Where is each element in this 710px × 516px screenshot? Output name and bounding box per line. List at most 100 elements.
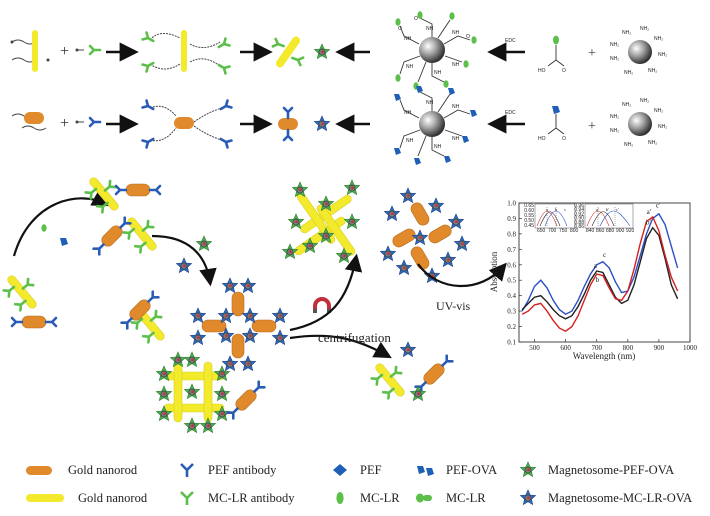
inset-ytick: 0.90 [574,216,584,222]
legend-label: Magnetosome-PEF-OVA [548,462,675,477]
chart-series-line-2 [521,226,679,320]
pef-ova-icon [417,466,434,476]
chart-ytick-label: 0.3 [507,308,516,316]
svg-text:NH: NH [452,104,460,110]
svg-text:NH: NH [406,138,414,144]
svg-text:O: O [562,68,566,74]
svg-text:NH₂: NH₂ [654,108,663,114]
magnetosome-pef-ova-icon [313,43,331,59]
magnetosome-mc-lr-ova-icon [313,115,331,131]
magnet-icon [313,297,331,313]
legend-item-pef-ova: PEF-OVA [414,462,497,478]
svg-text:NH₂: NH₂ [654,36,663,42]
inset-xtick: 750 [559,228,568,234]
plus-sign: + [60,43,69,60]
svg-text:NH₂: NH₂ [624,70,633,76]
legend-label: PEF-OVA [446,462,498,477]
inset-xtick: 840 [586,228,595,234]
svg-text:NH₂: NH₂ [610,42,619,48]
inset-peak-label: a' [596,207,599,212]
svg-text:O: O [562,136,566,142]
svg-text:NH: NH [452,62,460,68]
chart-peak-label: c [603,251,606,259]
svg-text:NH: NH [434,144,442,150]
inset-xtick: 800 [570,228,579,234]
inset-peak-label: b [555,207,558,212]
legend-label: Gold nanorod [68,462,138,477]
chart-yticks: 0.10.20.30.40.50.60.70.80.91.0 [507,200,522,347]
svg-text:NH: NH [452,30,460,36]
pef-acid-2: HO O [538,106,566,142]
svg-text:+: + [588,46,596,61]
svg-text:NH: NH [426,100,434,106]
svg-text:NH: NH [406,64,414,70]
mc-lr-conjugate-icon [416,493,432,503]
legend-label: PEF antibody [208,462,277,477]
chart-peak-label: a' [647,208,651,216]
legend-item-pef-antibody: PEF antibody [176,462,276,478]
row1-scheme: + [10,30,370,75]
separated-mc-lr-cluster [281,179,361,263]
svg-text:NH₂: NH₂ [658,52,667,58]
inset-xtick: 700 [548,228,557,234]
svg-text:O: O [466,34,470,40]
svg-text:NH₂: NH₂ [624,142,633,148]
inset-peak-label: b' [606,207,609,212]
legend-item-mc-lr: MC-LR [330,490,400,506]
chart-inset-right [584,203,634,229]
legend-label: Magnetosome-MC-LR-OVA [548,490,693,505]
svg-text:+: + [60,115,69,132]
chart-inset-left [534,203,576,229]
chart-series [521,212,679,333]
svg-text:HO: HO [538,136,546,142]
svg-text:NH₂: NH₂ [610,56,619,62]
legend-item-magnetosome-mc-lr-ova: Magnetosome-MC-LR-OVA [518,489,693,506]
legend-item-magnetosome-pef-ova: Magnetosome-PEF-OVA [518,461,675,478]
chart-xtick-label: 700 [591,344,602,352]
svg-text:NH₂: NH₂ [610,128,619,134]
legend-label: MC-LR [360,490,400,505]
legend-label: PEF [360,462,382,477]
inset-ytick: 0.45 [524,223,534,229]
legend-item-gold-nanorod-yellow: Gold nanorod [22,490,147,506]
legend-label: MC-LR antibody [208,490,295,505]
legend: Gold nanorod PEF antibody PEF PEF-OVA Ma… [0,452,710,516]
inset-ytick: 0.94 [574,207,584,213]
gold-nanorod-orange-icon [26,466,52,475]
chart-ytick-label: 0.7 [507,246,516,254]
chart-series-line-1 [521,212,679,316]
chart-ytick-label: 0.6 [507,261,516,269]
chart-ytick-label: 0.5 [507,277,516,285]
inset-ytick: 0.65 [524,203,534,209]
magnetosome-pef-ova-icon [519,461,537,477]
pef-icon [333,464,347,476]
inset-ytick: 0.92 [574,211,584,217]
gold-nanorod-yellow-icon [26,494,64,502]
chart-peak-label: b' [646,219,651,227]
pef-complex-cluster [189,277,289,371]
assay-scheme: centrifugation [0,170,507,433]
chart-xlabel: Wavelength (nm) [573,351,636,361]
inset-ytick: 0.88 [574,220,584,226]
svg-text:NH₂: NH₂ [640,26,649,32]
mc-lr-antibody-icon [180,491,194,505]
centrifugation-label: centrifugation [318,330,391,345]
chart-ytick-label: 0.1 [507,339,516,347]
chart-xtick-label: 1000 [683,344,698,352]
inset-peak-label: c [564,207,566,212]
svg-text:NH: NH [426,26,434,32]
row2-scheme: + [11,99,370,149]
svg-text:O: O [398,26,402,32]
svg-text:NH: NH [404,36,412,42]
svg-text:NH: NH [434,70,442,76]
pef-antibody-icon [180,463,194,477]
inset-ytick: 0.50 [524,218,534,224]
svg-text:NH₂: NH₂ [622,30,631,36]
gold-nanorod-yellow [32,30,38,72]
svg-text:NH: NH [404,110,412,116]
